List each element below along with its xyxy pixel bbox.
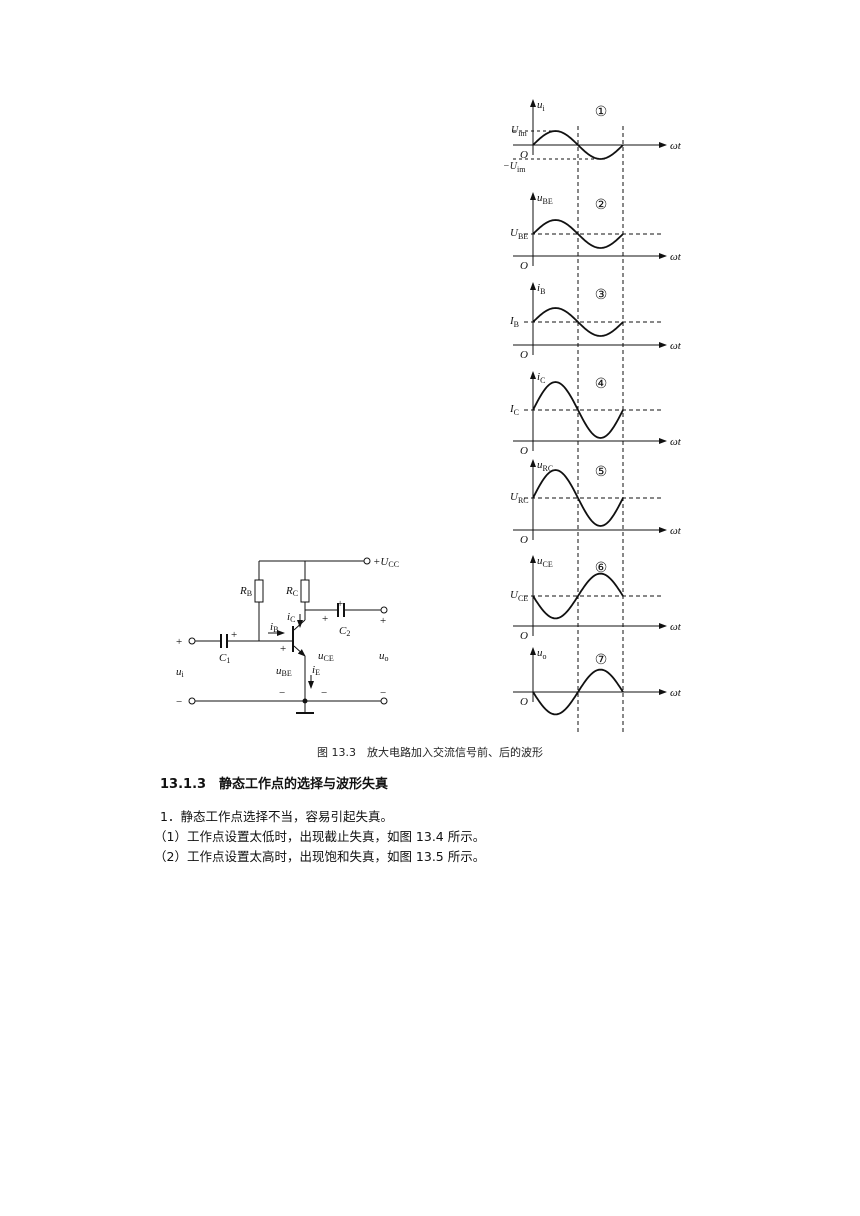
waveform-2: uBE ② ωtO UBE	[510, 192, 682, 272]
ic-label: iC	[287, 611, 295, 624]
axis-label: uo	[537, 647, 547, 661]
c1-label: C1	[219, 652, 230, 665]
figure-caption: 图 13.3 放大电路加入交流信号前、后的波形	[317, 746, 543, 759]
amplifier-circuit	[188, 557, 388, 714]
waveform-6: uCE ⑥ ωtO UCE	[510, 555, 682, 642]
waveform-5: uRC ⑤ ωtO URC	[510, 459, 682, 546]
ube-minus: −	[279, 687, 285, 699]
step-number: ⑤	[595, 465, 608, 480]
waveform-curve	[532, 130, 624, 160]
waveform-1: ui ① ωtO Uim −Uim	[503, 99, 682, 174]
origin-label: O	[520, 149, 528, 161]
ui-label: ui	[176, 666, 185, 679]
output-minus: −	[380, 687, 386, 699]
ube-plus: +	[280, 643, 286, 655]
paragraph-2: （1）工作点设置太低时，出现截止失真，如图 13.4 所示。	[154, 829, 486, 844]
resistor-rb	[254, 579, 264, 603]
ib-label: iB	[270, 621, 278, 634]
step-number: ②	[595, 198, 608, 213]
section-title: 13.1.3 静态工作点的选择与波形失真	[160, 777, 389, 792]
omega-t-label: ωt	[670, 525, 682, 537]
c2-label: C2	[339, 625, 350, 638]
axis-label: iB	[537, 282, 545, 296]
uce-label: uCE	[318, 650, 334, 663]
omega-t-label: ωt	[670, 621, 682, 633]
ie-label: iE	[312, 664, 320, 677]
input-plus: +	[176, 636, 182, 648]
waveform-curve	[532, 381, 624, 439]
origin-label: O	[520, 445, 528, 457]
input-minus: −	[176, 696, 182, 708]
dc-level-label: IB	[509, 315, 519, 329]
waveform-4: iC ④ ωtO IC	[509, 371, 682, 457]
step-number: ④	[595, 377, 608, 392]
uce-plus: +	[322, 613, 328, 625]
output-plus: +	[380, 615, 386, 627]
peak-label: Uim	[511, 125, 527, 138]
c1-plus: +	[231, 629, 237, 641]
step-number: ①	[595, 105, 608, 120]
dc-level-label: UCE	[510, 589, 528, 603]
rb-label: RB	[239, 585, 252, 598]
trough-label: −Uim	[503, 161, 526, 174]
omega-t-label: ωt	[670, 340, 682, 352]
axis-label: uCE	[537, 555, 553, 569]
waveform-curve	[532, 572, 624, 620]
omega-t-label: ωt	[670, 687, 682, 699]
ube-label: uBE	[276, 665, 292, 678]
axis-label: ui	[537, 99, 546, 113]
origin-label: O	[520, 349, 528, 361]
rc-label: RC	[285, 585, 298, 598]
step-number: ③	[595, 288, 608, 303]
dc-level-label: UBE	[510, 227, 528, 241]
origin-label: O	[520, 630, 528, 642]
dc-level-label: URC	[510, 491, 529, 505]
axis-label: iC	[537, 371, 545, 385]
axis-label: uBE	[537, 192, 553, 206]
paragraph-3: （2）工作点设置太高时，出现饱和失真，如图 13.5 所示。	[154, 849, 486, 864]
c2-plus: +	[337, 598, 343, 610]
waveform-curve	[532, 668, 624, 716]
omega-t-label: ωt	[670, 436, 682, 448]
vcc-label: +UCC	[373, 556, 399, 569]
waveform-3: iB ③ ωtO IB	[509, 282, 682, 361]
axis-label: uRC	[537, 459, 553, 473]
circuit-labels: +UCC RB RC C1 C2 iB iC iE ui uBE uCE uo …	[176, 556, 399, 708]
resistor-rc	[300, 579, 310, 603]
dc-level-label: IC	[509, 403, 519, 417]
origin-label: O	[520, 696, 528, 708]
omega-t-label: ωt	[670, 140, 682, 152]
origin-label: O	[520, 534, 528, 546]
uce-minus: −	[321, 687, 327, 699]
step-number: ⑥	[595, 561, 608, 576]
waveform-curve	[532, 469, 624, 527]
origin-label: O	[520, 260, 528, 272]
waveform-7: uo ⑦ ωtO	[513, 647, 682, 716]
uo-label: uo	[379, 650, 389, 663]
paragraph-1: 1．静态工作点选择不当，容易引起失真。	[160, 809, 393, 824]
waveform-curve	[532, 307, 624, 337]
figure-13-3: +UCC RB RC C1 C2 iB iC iE ui uBE uCE uo …	[176, 99, 682, 732]
omega-t-label: ωt	[670, 251, 682, 263]
step-number: ⑦	[595, 653, 608, 668]
waveform-curve	[532, 219, 624, 249]
